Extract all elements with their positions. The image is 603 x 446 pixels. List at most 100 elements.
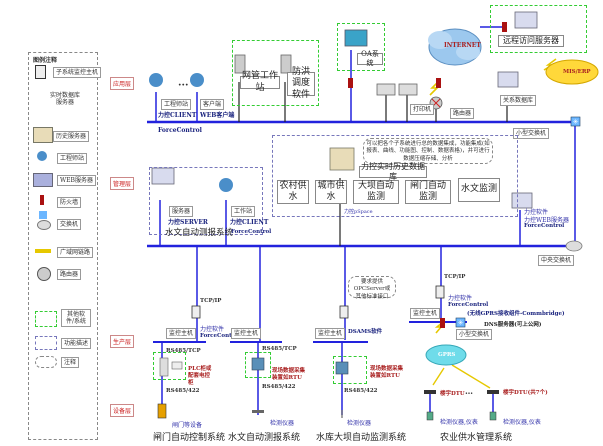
system-agri-water: 农业供水管理系统 [440,433,513,443]
dtu-label-2: 楼宇DTU(共7个) [503,390,548,396]
legend-wan-link: 广域网链路 [57,247,94,259]
legend-switch: 交换机 [57,219,82,231]
legend-other-system: 其他软件/系统 [61,309,91,328]
engineer-station-icon [149,73,163,87]
module-rural-water: 农村供水 [277,180,309,204]
printer-label: 打印机 [410,104,435,116]
client-name: 力控CLIENT [158,112,197,119]
web-server-label: 力控WEB服务器 [524,217,569,224]
wan-link-icon [35,249,51,253]
pspace-label: 力控pSpace [344,209,373,215]
netmgr-station: 网管工作站 [240,71,280,93]
workstation-name: 力控CLIENT [230,219,269,226]
remote-server-icon [514,11,538,29]
legend-function-desc: 功能描述 [61,338,92,350]
dsams-label: DSAMS软件 [348,329,383,335]
legend-monitor-host: 子系统监控主机 [53,67,102,79]
gate-device-label: 闸门等设备 [172,422,203,429]
system-hydro-report: 水文自动测报系统 [228,433,301,443]
small-switch-icon [570,116,581,127]
module-hydro-monitor: 水文监测 [458,178,500,202]
oa-group [337,23,385,71]
internet-label: INTERNET [444,42,481,49]
meter-label-2: 检测仪器,仪表 [503,419,541,426]
firewall-icon [348,78,353,88]
module-dam-monitor: 大坝自动监测 [353,180,399,204]
purple-dashed-box-icon [35,336,57,350]
legend-history-server: 历史服务器 [53,131,90,143]
dns-server-label: DNS服务器(可上公网) [484,322,542,328]
forcecontrol-label-1: ForceControl [200,333,241,339]
plc-cabinet-icon [159,357,169,377]
small-switch-label-2: 小型交换机 [456,329,493,341]
meter-icon [489,411,497,421]
layer-production: 生产层 [110,335,135,348]
meter-icon [426,411,434,421]
engineer-station-icon [37,151,47,161]
legend-web-server: WEB服务器 [57,175,96,187]
legend-title: 图例注释 [33,57,58,64]
rounded-dashed-box-icon [35,356,57,368]
workstation-icon [280,54,292,74]
dtu-label-1: 楼宇DTU [440,391,465,397]
instrument-icon [252,410,264,413]
firewall-icon [40,195,44,205]
printer-icon [398,83,418,96]
module-urban-water: 城市供水 [315,180,347,204]
legend-rtdb: 实时数据库服务器 [47,91,83,108]
relational-db-label: 关系数据库 [500,95,537,107]
monitor-host-label-1: 监控主机 [166,328,197,340]
svg-text:✳: ✳ [458,319,464,327]
server-name: 力控SERVER [168,219,208,226]
monitor-host-icon [435,285,445,299]
central-switch-label: 中央交换机 [538,255,575,267]
firewall-icon [436,78,441,88]
rtdb-server-icon [329,147,355,171]
legend-panel: 图例注释 子系统监控主机 实时数据库服务器 历史服务器 工程师站 WEB服务器 … [28,52,102,440]
small-switch-label: 小型交换机 [513,128,550,140]
software-label-2: 力控软件 [448,295,473,302]
meter-label-1: 检测仪器,仪表 [440,419,478,426]
green-dashed-box-icon [35,311,57,327]
legend-router: 路由器 [57,269,82,281]
layer-management: 管理层 [110,177,135,190]
legend-firewall: 防火墙 [57,197,82,209]
mgmt-forcecontrol: ForceControl [231,229,272,235]
svg-text:✳: ✳ [573,118,579,126]
client-tag: 工程师站 [161,99,192,111]
layer-device: 设备层 [110,404,135,417]
firewall-icon [502,22,507,32]
relational-db-icon [497,71,519,88]
plc-group [153,352,186,380]
printer-icon [376,83,396,96]
web-client-tag: 客户端 [200,99,225,111]
mis-erp-ellipse [545,59,599,85]
rs485-422-label-3: RS485/422 [344,388,378,394]
oa-system: OA系统 [357,50,383,67]
history-server-icon [33,127,53,143]
flood-dispatch-software: 防洪调度软件 [287,67,315,100]
netmgr-group [232,40,319,106]
plc-label: PLC柜或配套电控柜 [188,366,212,387]
rs485-422-label-1: RS485/422 [166,388,200,394]
instrument-label-2: 检测仪器 [347,420,372,427]
web-server-icon [33,173,53,187]
gate-device-icon [157,403,167,419]
tcpip-label-1: TCP/IP [200,298,222,304]
engineer-station-icon [219,178,233,192]
rs485-tcp-label-1: RS485/TCP [166,348,201,354]
forcecontrol-label-2: ForceControl [448,302,489,308]
pspace-group [272,135,518,217]
tcpip-label-2: TCP/IP [444,274,466,280]
legend-annotation: 注释 [61,357,80,369]
workstation-icon [234,54,246,74]
legend-engineer-station: 工程师站 [57,153,88,165]
monitor-host-icon [191,305,201,319]
app-forcecontrol: ForceControl [158,127,202,134]
monitor-host-label-2: 监控主机 [231,328,262,340]
server-icon [151,167,175,185]
rtu-group-1 [245,352,271,378]
monitor-host-label-4: 监控主机 [410,308,441,320]
software-label-1: 力控软件 [200,326,225,333]
